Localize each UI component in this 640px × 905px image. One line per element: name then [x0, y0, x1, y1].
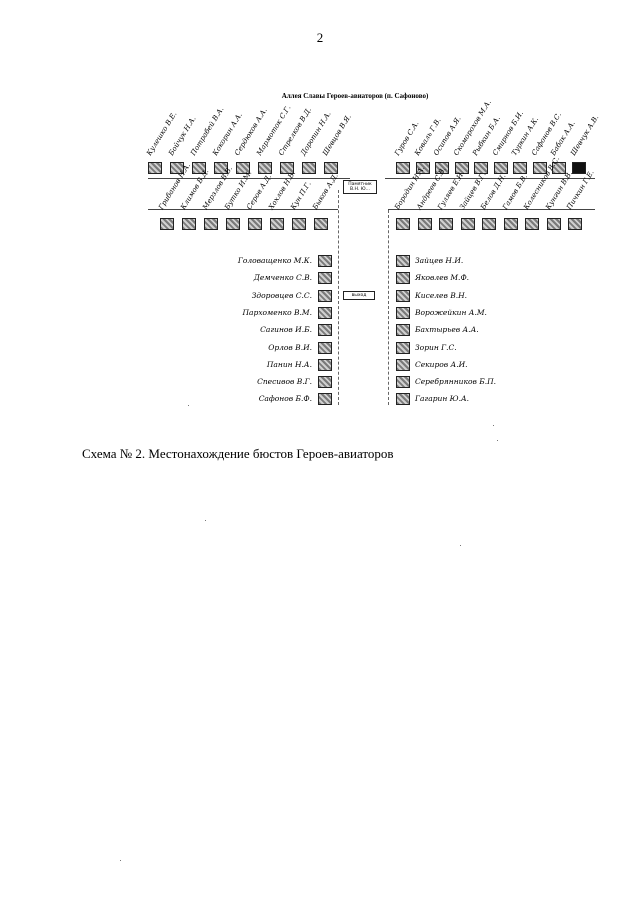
monument-box: Памятник В.Н. Ю... — [343, 180, 377, 194]
hero-bust-icon — [396, 162, 410, 174]
hero-bust-icon — [435, 162, 449, 174]
hero-bust-icon — [396, 306, 410, 319]
hero-bust-icon — [318, 341, 332, 354]
hero-bust-icon — [415, 162, 430, 174]
hero-bust-icon — [236, 162, 250, 174]
hero-bust-icon — [552, 162, 566, 174]
hero-bust-icon — [170, 162, 184, 174]
hero-name: Спесивов В.Г. — [257, 377, 312, 387]
hero-name: Здоровцев С.С. — [251, 290, 312, 300]
hero-name: Секиров А.И. — [415, 359, 468, 369]
hero-bust-icon — [160, 218, 174, 230]
scan-speck — [497, 440, 498, 441]
scan-speck — [188, 405, 189, 406]
alley-center-path — [338, 190, 339, 405]
hero-bust-icon — [396, 218, 410, 230]
hero-bust-icon — [148, 162, 162, 174]
hero-bust-icon — [396, 376, 410, 389]
hero-bust-icon — [318, 272, 332, 285]
hero-bust-icon — [292, 218, 306, 230]
scan-speck — [120, 860, 121, 861]
hero-bust-icon — [525, 218, 539, 230]
hero-bust-icon — [571, 162, 586, 174]
hero-name: Киселев В.Н. — [415, 290, 468, 300]
hero-bust-icon — [204, 218, 218, 230]
hero-bust-icon — [280, 162, 294, 174]
hero-bust-icon — [396, 272, 410, 285]
hero-bust-icon — [439, 218, 453, 230]
hero-bust-icon — [454, 162, 469, 174]
alley-line-top-right — [385, 178, 595, 179]
hero-name: Демченко С.В. — [253, 273, 312, 283]
hero-bust-icon — [532, 162, 547, 174]
hero-bust-icon — [318, 255, 332, 267]
hero-bust-icon — [546, 218, 561, 230]
alley-line-top-left — [148, 178, 350, 179]
hero-bust-icon — [396, 341, 410, 354]
hero-bust-icon — [482, 218, 496, 230]
hero-bust-icon — [318, 393, 332, 406]
scheme-title: Аллея Славы Героев-авиаторов (п. Сафонов… — [281, 92, 429, 100]
hero-bust-icon — [302, 162, 316, 174]
hero-name: Серебрянников Б.П. — [415, 377, 497, 387]
scan-speck — [493, 425, 494, 426]
hero-bust-icon — [214, 162, 228, 174]
alley-right-path — [388, 210, 389, 405]
hero-bust-icon — [314, 218, 328, 230]
hero-name: Орлов В.И. — [268, 342, 312, 352]
hero-name: Ворожейкин А.М. — [415, 307, 487, 317]
hero-bust-icon — [417, 218, 432, 230]
hero-bust-icon — [270, 218, 284, 230]
hero-name: Сагинов И.Б. — [260, 325, 312, 335]
hero-bust-icon — [226, 218, 240, 230]
hero-name: Яковлев М.Ф. — [415, 273, 470, 283]
hero-bust-icon — [493, 162, 508, 174]
scheme-caption: Схема № 2. Местонахождение бюстов Героев… — [82, 446, 394, 461]
hero-name: Зайцев Н.И. — [415, 256, 464, 265]
hero-name: Головащенко М.К. — [237, 256, 312, 265]
hero-name: Зорин Г.С. — [415, 342, 457, 352]
hero-bust-icon — [396, 324, 410, 337]
hero-bust-icon — [182, 218, 196, 230]
scan-speck — [205, 520, 206, 521]
hero-name: Панин Н.А. — [266, 359, 312, 369]
hero-bust-icon — [503, 218, 518, 230]
hero-bust-icon — [318, 358, 332, 371]
hero-bust-icon — [568, 218, 582, 230]
hero-name: Сафонов Б.Ф. — [258, 394, 312, 404]
hero-bust-icon — [318, 306, 332, 319]
hero-bust-icon — [396, 358, 410, 371]
hero-bust-icon — [248, 218, 262, 230]
alley-line-mid-left — [148, 209, 338, 210]
hero-bust-icon — [192, 162, 206, 174]
hero-bust-icon — [474, 162, 488, 174]
hero-name: Кун П.Г. — [289, 180, 313, 211]
hero-bust-icon — [396, 289, 410, 302]
hero-bust-icon — [318, 324, 332, 337]
scan-speck — [460, 545, 461, 546]
hero-name: Пархоменко В.М. — [242, 307, 313, 317]
hero-bust-icon — [460, 218, 475, 230]
hero-bust-icon — [318, 289, 332, 302]
hero-name: Шевчук А.В. — [568, 113, 600, 157]
exit-box: выход — [343, 291, 375, 300]
hero-bust-icon — [318, 376, 332, 389]
hero-bust-icon — [513, 162, 527, 174]
hero-bust-icon — [396, 393, 410, 406]
hero-bust-icon — [258, 162, 272, 174]
hero-name: Бахтырьев А.А. — [415, 325, 479, 335]
hero-bust-icon — [396, 255, 410, 267]
alley-line-mid-right — [388, 209, 595, 210]
hero-bust-icon — [324, 162, 338, 174]
page-number: 2 — [316, 30, 324, 45]
hero-name: Гагарин Ю.А. — [415, 394, 470, 404]
